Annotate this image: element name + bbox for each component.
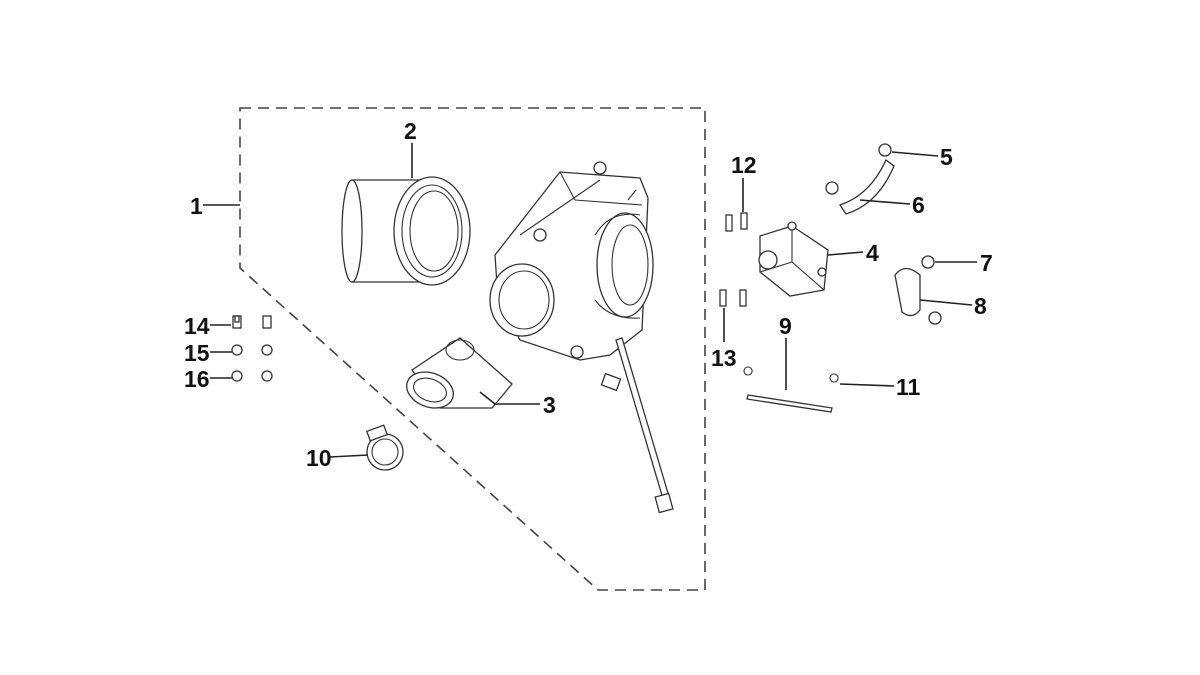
part-screws-right bbox=[719, 212, 748, 307]
callout-8: 8 bbox=[974, 293, 987, 319]
part-intake-boot bbox=[406, 337, 513, 409]
part-elbow-hose bbox=[894, 255, 942, 325]
part-breather-box bbox=[758, 221, 829, 297]
callout-11: 11 bbox=[896, 374, 921, 400]
callout-16: 16 bbox=[184, 366, 210, 392]
callout-10: 10 bbox=[306, 445, 332, 471]
callout-15: 15 bbox=[184, 340, 210, 366]
callout-1: 1 bbox=[190, 193, 203, 219]
part-air-box-housing bbox=[489, 161, 674, 514]
callout-7: 7 bbox=[980, 250, 993, 276]
assembly-boundary bbox=[239, 107, 706, 591]
part-breather-hose bbox=[825, 143, 895, 215]
part-hose-clamp bbox=[365, 424, 404, 471]
callout-14: 14 bbox=[184, 313, 210, 339]
callout-13: 13 bbox=[711, 345, 737, 371]
leader-lines bbox=[203, 143, 977, 458]
part-rod bbox=[743, 366, 839, 413]
callout-labels: 1 2 3 4 5 6 7 8 9 10 11 12 13 14 15 16 bbox=[184, 118, 993, 471]
callout-3: 3 bbox=[543, 392, 556, 418]
callout-2: 2 bbox=[404, 118, 417, 144]
part-fasteners-left bbox=[231, 315, 273, 382]
callout-5: 5 bbox=[940, 144, 953, 170]
callout-6: 6 bbox=[912, 192, 925, 218]
callout-9: 9 bbox=[779, 313, 792, 339]
callout-12: 12 bbox=[731, 152, 757, 178]
part-filter-element bbox=[341, 176, 471, 286]
callout-4: 4 bbox=[866, 240, 879, 266]
